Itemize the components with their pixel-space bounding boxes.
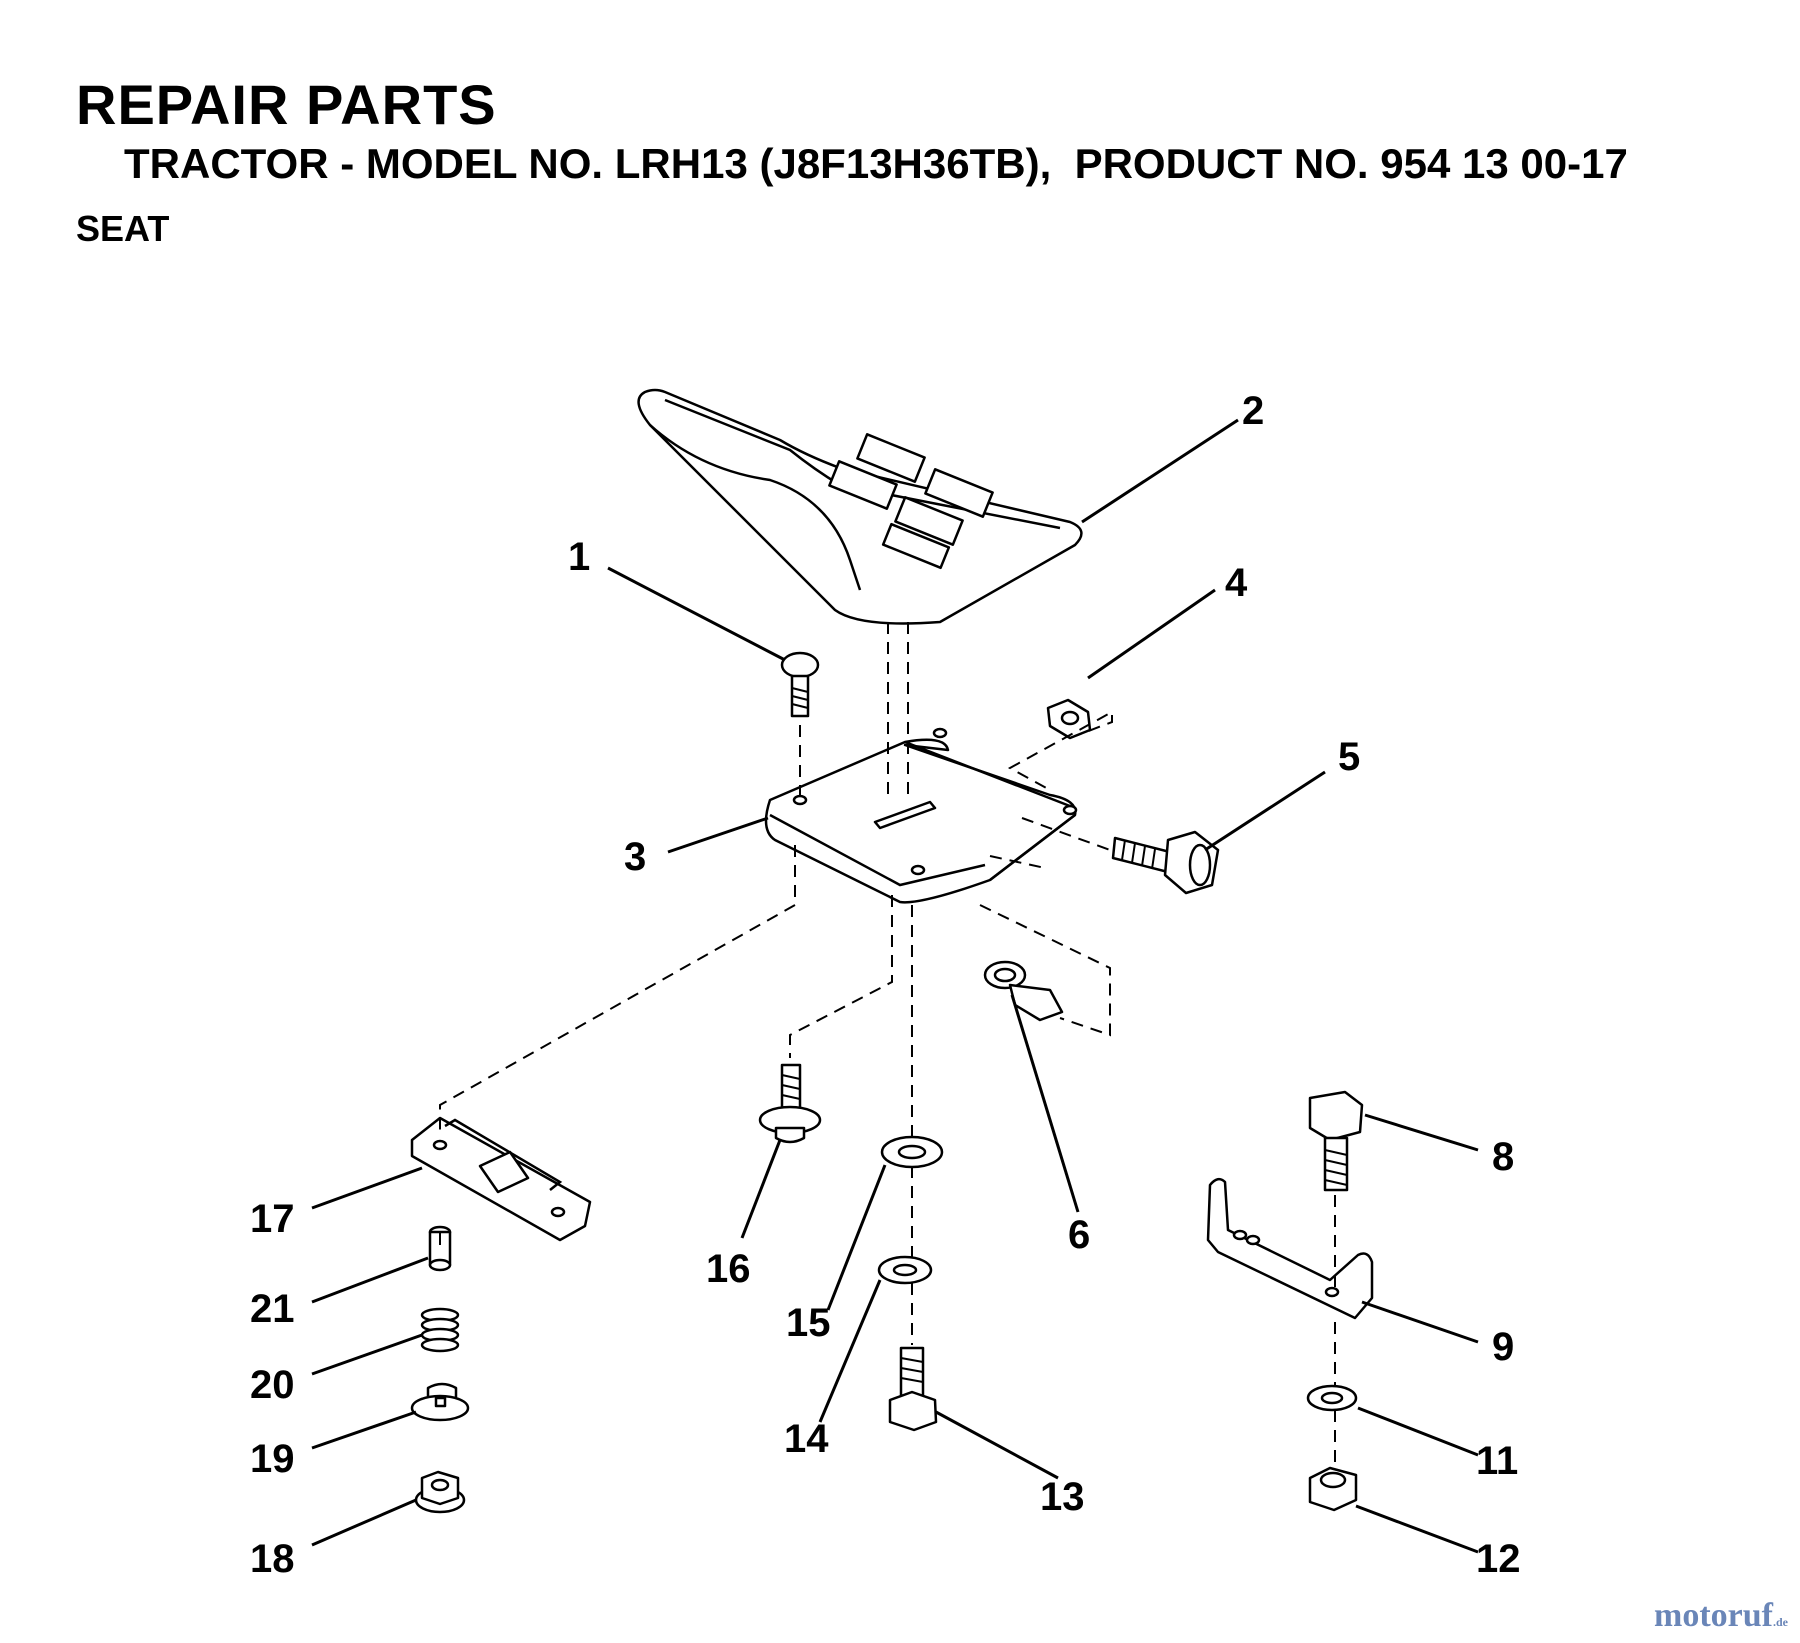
bolt-16-part [758, 1063, 822, 1144]
washer-11-part [1306, 1384, 1358, 1412]
lockwasher-14-part [877, 1255, 933, 1285]
section-label: SEAT [76, 208, 170, 249]
callout-14: 14 [784, 1417, 829, 1461]
callout-12: 12 [1476, 1537, 1521, 1581]
slide-plate-part [410, 1116, 592, 1242]
callout-8: 8 [1492, 1135, 1514, 1179]
callout-17: 17 [250, 1197, 295, 1241]
callout-19: 19 [250, 1437, 295, 1481]
callout-20: 20 [250, 1363, 295, 1407]
page-subtitle: TRACTOR - MODEL NO. LRH13 (J8F13H36TB), … [124, 140, 1628, 187]
callout-13: 13 [1040, 1475, 1085, 1519]
callout-9: 9 [1492, 1325, 1514, 1369]
callout-3: 3 [624, 835, 646, 879]
callout-5: 5 [1338, 735, 1360, 779]
bolt-8-part [1308, 1090, 1364, 1192]
carriage-bolt-part [780, 651, 820, 718]
bushing-19-part [410, 1382, 470, 1422]
seat-part [637, 388, 1083, 625]
hex-bolt-part [1111, 830, 1220, 895]
seat-pan-part [764, 727, 1078, 904]
page-title: REPAIR PARTS [76, 73, 497, 136]
flangenut-18-part [414, 1470, 466, 1514]
leader-lines [311, 418, 1479, 1554]
callout-2: 2 [1242, 389, 1264, 433]
callout-16: 16 [706, 1247, 751, 1291]
pin-21-part [428, 1225, 452, 1272]
watermark-logo: motoruf.de [1654, 1597, 1788, 1635]
bolt-13-part [888, 1346, 938, 1432]
callout-numbers: 1 2 3 4 5 6 8 9 11 12 13 14 15 16 17 18 … [250, 389, 1521, 1581]
callout-4: 4 [1225, 561, 1248, 605]
spring-20-part [420, 1307, 460, 1353]
callout-21: 21 [250, 1287, 295, 1331]
callout-18: 18 [250, 1537, 295, 1581]
nut-part [1046, 698, 1092, 740]
watermark-suffix: .de [1773, 1615, 1788, 1629]
washer-15-part [880, 1135, 944, 1169]
bracket-part [1206, 1177, 1374, 1320]
callout-11: 11 [1476, 1439, 1518, 1483]
callout-1: 1 [568, 535, 590, 579]
callout-15: 15 [786, 1301, 831, 1345]
locknut-12-part [1308, 1466, 1358, 1512]
clip-part [983, 960, 1064, 1022]
alignment-lines [439, 622, 1336, 1466]
callout-6: 6 [1068, 1213, 1090, 1257]
watermark-text: motoruf [1654, 1597, 1773, 1634]
